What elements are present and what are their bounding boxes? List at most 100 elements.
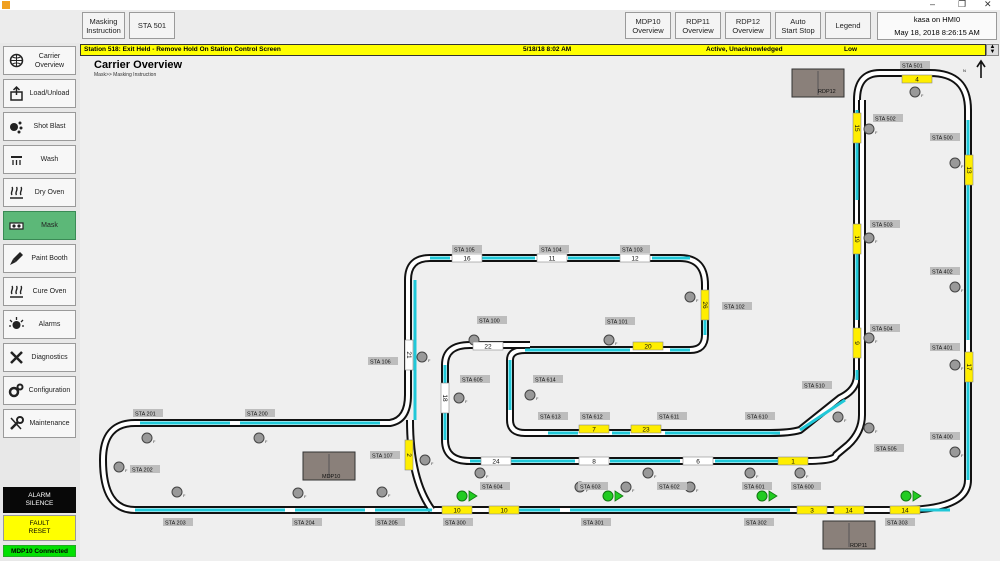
station-tag[interactable]: [722, 302, 752, 310]
carrier-marker[interactable]: [852, 112, 862, 144]
carrier-marker[interactable]: [700, 289, 710, 321]
station-label: STA 503: [872, 223, 893, 229]
station-tag[interactable]: [874, 444, 904, 452]
station-tag[interactable]: [480, 482, 510, 490]
station-tag[interactable]: [292, 518, 322, 526]
sidebar-item-mask[interactable]: Mask: [3, 211, 76, 240]
carrier-marker[interactable]: [964, 351, 974, 383]
station-tag[interactable]: [744, 518, 774, 526]
sidebar-item-load-unload[interactable]: Load/Unload: [3, 79, 76, 108]
station-tag[interactable]: [802, 381, 832, 389]
sidebar-item-shot-blast[interactable]: Shot Blast: [3, 112, 76, 141]
station-tag[interactable]: [163, 518, 193, 526]
station-tag[interactable]: [133, 409, 163, 417]
legend-button[interactable]: Legend: [825, 12, 871, 39]
station-tag[interactable]: [477, 316, 507, 324]
carrier-marker[interactable]: [578, 456, 610, 466]
carrier-marker[interactable]: [632, 341, 664, 351]
station-tag[interactable]: [930, 343, 960, 351]
station-tag[interactable]: [368, 357, 398, 365]
minimize-icon[interactable]: –: [930, 0, 936, 9]
carrier-marker[interactable]: [472, 341, 504, 351]
station-tag[interactable]: [245, 409, 275, 417]
carrier-marker[interactable]: [901, 74, 933, 84]
alarm-silence-button[interactable]: ALARM SILENCE: [3, 487, 76, 513]
carrier-marker[interactable]: [404, 439, 414, 471]
station-tag[interactable]: [791, 482, 821, 490]
restore-icon[interactable]: ❐: [958, 0, 967, 9]
carrier-marker[interactable]: [441, 505, 473, 515]
sidebar-item-maintenance[interactable]: Maintenance: [3, 409, 76, 438]
carrier-marker[interactable]: [480, 456, 512, 466]
station-tag[interactable]: [930, 267, 960, 275]
carrier-marker[interactable]: [852, 327, 862, 359]
station-tag[interactable]: [605, 317, 635, 325]
station-tag[interactable]: [460, 375, 490, 383]
station-label: STA 105: [454, 248, 475, 254]
carrier-marker[interactable]: [852, 223, 862, 255]
sidebar-item-wash[interactable]: Wash: [3, 145, 76, 174]
station-tag[interactable]: [870, 324, 900, 332]
station-tag[interactable]: [870, 220, 900, 228]
sensor-flag: F: [961, 453, 964, 458]
sidebar-item-carrier-overview[interactable]: Carrier Overview: [3, 46, 76, 75]
tab-masking-instruction[interactable]: Masking Instruction: [82, 12, 125, 39]
station-tag[interactable]: [930, 133, 960, 141]
carrier-marker[interactable]: [578, 424, 610, 434]
station-tag[interactable]: [745, 412, 775, 420]
station-tag[interactable]: [580, 412, 610, 420]
station-tag[interactable]: [578, 482, 608, 490]
carrier-marker[interactable]: [440, 382, 450, 414]
sidebar-item-dry-oven[interactable]: Dry Oven: [3, 178, 76, 207]
station-tag[interactable]: [370, 451, 400, 459]
carrier-marker[interactable]: [682, 456, 714, 466]
carrier-marker[interactable]: [777, 456, 809, 466]
sidebar-item-alarms[interactable]: Alarms: [3, 310, 76, 339]
station-tag[interactable]: [130, 465, 160, 473]
station-tag[interactable]: [930, 432, 960, 440]
track-highlight: [799, 398, 846, 432]
station-tag[interactable]: [375, 518, 405, 526]
sidebar-item-label: Mask: [41, 222, 58, 229]
sidebar-item-diagnostics[interactable]: Diagnostics: [3, 343, 76, 372]
sensor-flag: F: [696, 488, 699, 493]
mdp10-overview-button[interactable]: MDP10 Overview: [625, 12, 671, 39]
close-icon[interactable]: ✕: [984, 0, 992, 9]
carrier-marker[interactable]: [404, 339, 414, 371]
station-tag[interactable]: [538, 412, 568, 420]
station-tag[interactable]: [620, 245, 650, 253]
station-tag[interactable]: [873, 114, 903, 122]
station-tag[interactable]: [533, 375, 563, 383]
station-tag[interactable]: [581, 518, 611, 526]
station-tag[interactable]: [657, 482, 687, 490]
sensor-indicator: [863, 422, 875, 434]
carrier-marker[interactable]: [536, 253, 568, 263]
carrier-marker[interactable]: [488, 505, 520, 515]
auto-start-stop-button[interactable]: Auto Start Stop: [775, 12, 821, 39]
carrier-marker[interactable]: [964, 154, 974, 186]
sidebar-item-paint-booth[interactable]: Paint Booth: [3, 244, 76, 273]
carrier-marker[interactable]: [619, 253, 651, 263]
station-tag[interactable]: [885, 518, 915, 526]
rdp11-overview-button[interactable]: RDP11 Overview: [675, 12, 721, 39]
fault-reset-button[interactable]: FAULT RESET: [3, 515, 76, 541]
station-tag[interactable]: [900, 61, 930, 69]
station-tag[interactable]: [539, 245, 569, 253]
carrier-marker[interactable]: [833, 505, 865, 515]
carrier-marker[interactable]: [630, 424, 662, 434]
tab-sta-501[interactable]: STA 501: [129, 12, 175, 39]
carrier-marker[interactable]: [889, 505, 921, 515]
alarm-scrollbar[interactable]: ▲▼: [986, 44, 999, 56]
play-arrow-icon: [912, 490, 922, 502]
sidebar-item-cure-oven[interactable]: Cure Oven: [3, 277, 76, 306]
carrier-marker[interactable]: [796, 505, 828, 515]
station-tag[interactable]: [443, 518, 473, 526]
station-tag[interactable]: [657, 412, 687, 420]
rdp12-overview-button[interactable]: RDP12 Overview: [725, 12, 771, 39]
station-tag[interactable]: [452, 245, 482, 253]
sidebar-item-configuration[interactable]: Configuration: [3, 376, 76, 405]
station-tag[interactable]: [742, 482, 772, 490]
carrier-marker[interactable]: [451, 253, 483, 263]
alarm-banner[interactable]: Station 518: Exit Held - Remove Hold On …: [80, 44, 986, 56]
